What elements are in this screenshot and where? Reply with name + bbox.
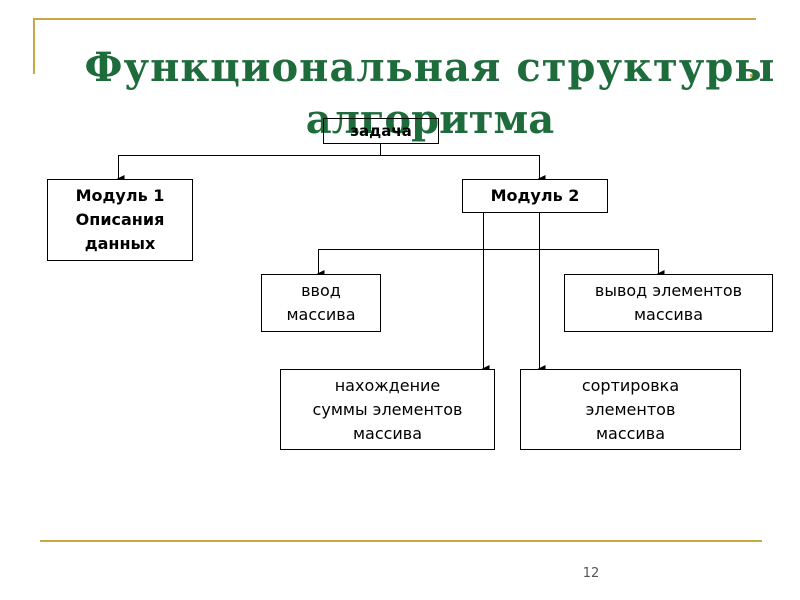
root-task-box: задача (323, 118, 439, 144)
sort-elements-label: сортировка элементов массива (581, 375, 680, 443)
output-elements-label: вывод элементов массива (594, 281, 743, 324)
bottom-rule (40, 540, 762, 542)
sum-elements-box: нахождение суммы элементов массива (280, 369, 495, 450)
slide-title-line2: алгоритма (305, 96, 555, 143)
root-task-label: задача (350, 122, 412, 140)
module2-box: Модуль 2 (462, 179, 608, 213)
module1-label: Модуль 1 Описания данных (75, 186, 165, 253)
module1-box: Модуль 1 Описания данных (47, 179, 193, 261)
left-rule (33, 18, 35, 74)
slide-title: Функциональная структуры алгоритма (60, 42, 800, 146)
input-array-box: ввод массива (261, 274, 381, 332)
accent-dot (750, 74, 753, 77)
module2-label: Модуль 2 (490, 186, 580, 205)
input-array-label: ввод массива (286, 281, 356, 324)
slide-title-line1: Функциональная структуры (84, 44, 776, 91)
output-elements-box: вывод элементов массива (564, 274, 773, 332)
sum-elements-label: нахождение суммы элементов массива (312, 375, 463, 443)
sort-elements-box: сортировка элементов массива (520, 369, 741, 450)
page-number: 12 (582, 566, 600, 581)
top-rule (33, 18, 756, 20)
